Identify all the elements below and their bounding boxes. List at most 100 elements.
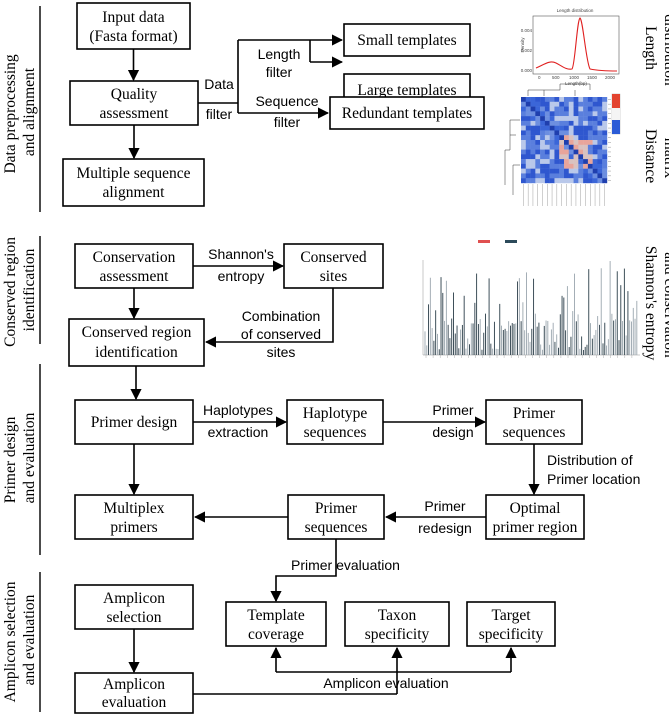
heatmap-cell xyxy=(602,111,608,117)
heatmap-cell xyxy=(544,135,550,141)
heatmap-cell xyxy=(587,144,593,150)
heatmap-cell xyxy=(535,130,541,136)
heatmap-cell xyxy=(549,154,555,160)
heatmap-cell xyxy=(578,135,584,141)
heatmap-cell xyxy=(583,106,589,112)
heatmap-cell xyxy=(592,135,598,141)
heatmap-cell xyxy=(554,106,560,112)
heatmap-cell xyxy=(559,173,565,179)
heatmap-cell xyxy=(530,144,536,150)
heatmap-cell xyxy=(559,125,565,131)
heatmap-cell xyxy=(535,111,541,117)
heatmap-cell xyxy=(530,101,536,107)
heatmap-cell xyxy=(602,130,608,136)
shannon-entropy-plot xyxy=(422,240,640,358)
heatmap-cell xyxy=(578,120,584,126)
box-small-templates: Small templates xyxy=(343,23,471,57)
heatmap-cell xyxy=(602,144,608,150)
heatmap-cell xyxy=(568,120,574,126)
heatmap-cell xyxy=(597,120,603,126)
heatmap-cell xyxy=(583,149,589,155)
heatmap-cell xyxy=(597,154,603,160)
heatmap-cell xyxy=(549,101,555,107)
heatmap-cell xyxy=(559,116,565,122)
heatmap-cell xyxy=(597,116,603,122)
heatmap-cell xyxy=(564,173,569,179)
heatmap-cell xyxy=(554,125,560,131)
heatmap-cell xyxy=(530,125,536,131)
heatmap-cell xyxy=(573,106,579,112)
heatmap-cell xyxy=(578,159,584,165)
edge-primer-evaluation xyxy=(270,539,337,603)
heatmap-cell xyxy=(573,154,579,160)
heatmap-cell xyxy=(564,111,569,117)
heatmap-cell xyxy=(540,97,546,102)
heatmap-cell xyxy=(554,173,560,179)
heatmap-cell xyxy=(583,111,589,117)
heatmap-cell xyxy=(540,130,546,136)
heatmap-cell xyxy=(597,178,603,184)
heatmap-cell xyxy=(549,106,555,112)
heatmap-cell xyxy=(587,135,593,141)
heatmap-cell xyxy=(549,168,555,174)
heatmap-cell xyxy=(521,178,526,184)
heatmap-cell xyxy=(559,97,565,102)
heatmap-cell xyxy=(568,178,574,184)
entropy-legend-swatch-1 xyxy=(478,240,490,243)
heatmap-cell xyxy=(540,116,546,122)
heatmap-cell xyxy=(568,140,574,145)
heatmap-cell xyxy=(592,97,598,102)
heatmap-cell xyxy=(578,149,584,155)
heatmap-cell xyxy=(549,120,555,126)
heatmap-cell xyxy=(564,130,569,136)
heatmap-cell xyxy=(559,159,565,165)
heatmap-cell xyxy=(583,130,589,136)
heatmap-cell xyxy=(535,120,541,126)
heatmap-cell xyxy=(568,168,574,174)
heatmap-cell xyxy=(540,144,546,150)
heatmap-cell xyxy=(540,106,546,112)
heatmap-cell xyxy=(530,168,536,174)
heatmap-cell xyxy=(583,97,589,102)
heatmap-cell xyxy=(602,101,608,107)
heatmap-cell xyxy=(554,163,560,169)
heatmap-cell xyxy=(525,140,531,145)
heatmap-cell xyxy=(559,106,565,112)
heatmap-cell xyxy=(530,159,536,165)
heatmap-cell xyxy=(554,168,560,174)
heatmap-cell xyxy=(602,163,608,169)
heatmap-cell xyxy=(540,159,546,165)
length-plot-xtick: 1500 xyxy=(587,75,598,80)
heatmap-cell xyxy=(559,120,565,126)
section-title-conserved: Conserved region identification xyxy=(2,233,38,347)
heatmap-cell xyxy=(573,135,579,141)
heatmap-cell xyxy=(602,178,608,184)
length-plot-ylabel: Density xyxy=(520,37,525,53)
heatmap-cell xyxy=(535,135,541,141)
heatmap-cell xyxy=(583,101,589,107)
heatmap-cell xyxy=(540,120,546,126)
heatmap-cell xyxy=(583,154,589,160)
heatmap-cell xyxy=(568,159,574,165)
heatmap-cell xyxy=(549,111,555,117)
heatmap-cell xyxy=(602,154,608,160)
heatmap-cell xyxy=(573,159,579,165)
heatmap-cell xyxy=(521,130,526,136)
heatmap-cell xyxy=(597,144,603,150)
heatmap-cell xyxy=(540,163,546,169)
heatmap-cell xyxy=(597,130,603,136)
heatmap-cell xyxy=(544,178,550,184)
